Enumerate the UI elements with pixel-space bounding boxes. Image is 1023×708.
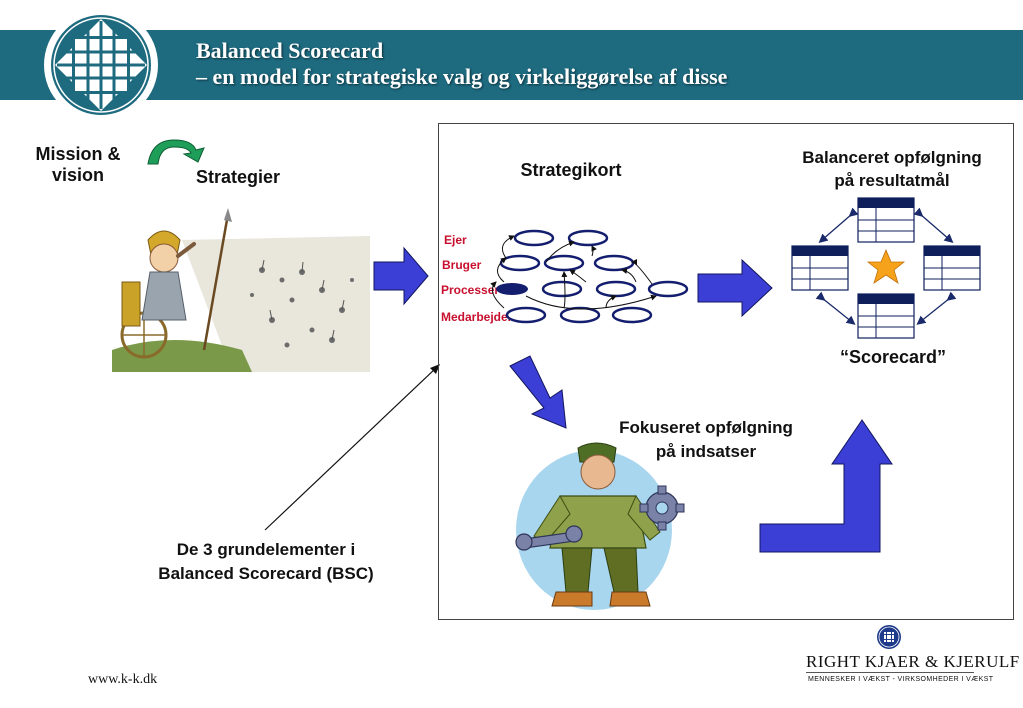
grundelementer-label: De 3 grundelementer i Balanced Scorecard… bbox=[120, 538, 412, 586]
elbow-arrow-up bbox=[759, 419, 893, 553]
mission-line-2: vision bbox=[51, 165, 104, 185]
star-icon bbox=[866, 248, 906, 284]
strategikort-title: Strategikort bbox=[520, 160, 622, 180]
worker-illustration bbox=[515, 442, 685, 610]
layer-ejer: Ejer bbox=[444, 233, 467, 247]
card-bottom bbox=[857, 293, 915, 339]
arrow-to-strategy-map bbox=[373, 246, 429, 306]
fokuseret-line-2: på indsatser bbox=[655, 442, 757, 461]
strategier-label: Strategier bbox=[195, 167, 281, 187]
card-top bbox=[857, 197, 915, 243]
layer-medarbejdere: Medarbejdere bbox=[441, 310, 520, 324]
card-left bbox=[791, 245, 849, 291]
header-band bbox=[0, 30, 1023, 100]
grundelementer-line-1: De 3 grundelementer i bbox=[176, 540, 356, 559]
title-line-2: – en model for strategiske valg og virke… bbox=[196, 64, 728, 89]
mission-label: Mission & vision bbox=[18, 144, 138, 186]
scorecard-diagram bbox=[791, 197, 981, 339]
company-tagline: MENNESKER I VÆKST - VIRKSOMHEDER I VÆKST bbox=[808, 676, 994, 683]
title-line-1: Balanced Scorecard bbox=[196, 38, 384, 63]
company-name: RIGHT KJAER & KJERULF bbox=[806, 652, 1020, 672]
grundelementer-line-2: Balanced Scorecard (BSC) bbox=[158, 564, 374, 583]
fokuseret-line-1: Fokuseret opfølgning bbox=[619, 418, 793, 437]
strategy-map-nodes bbox=[490, 229, 689, 324]
footer-url[interactable]: www.k-k.dk bbox=[88, 672, 158, 687]
balanceret-line-2: på resultatmål bbox=[834, 171, 950, 190]
card-right bbox=[923, 245, 981, 291]
footer-globe-logo-icon bbox=[877, 625, 901, 649]
company-divider bbox=[806, 672, 974, 673]
arrow-to-scorecard bbox=[697, 258, 773, 318]
general-battlefield-illustration bbox=[112, 200, 370, 372]
scorecard-label: “Scorecard” bbox=[839, 347, 947, 367]
balanceret-line-1: Balanceret opfølgning bbox=[802, 148, 982, 167]
layer-processer: Processer bbox=[441, 283, 500, 297]
company-name-text: RIGHT KJAER & KJERULF bbox=[806, 652, 1020, 671]
globe-logo-icon bbox=[44, 8, 158, 122]
balanceret-title: Balanceret opfølgning på resultatmål bbox=[772, 146, 1012, 192]
fokuseret-title: Fokuseret opfølgning på indsatser bbox=[588, 416, 824, 464]
arrow-to-focused bbox=[509, 355, 567, 429]
layer-bruger: Bruger bbox=[442, 258, 482, 272]
green-curved-arrow-icon bbox=[147, 139, 205, 165]
mission-line-1: Mission & bbox=[35, 144, 121, 164]
bsc-frame bbox=[438, 123, 1014, 620]
